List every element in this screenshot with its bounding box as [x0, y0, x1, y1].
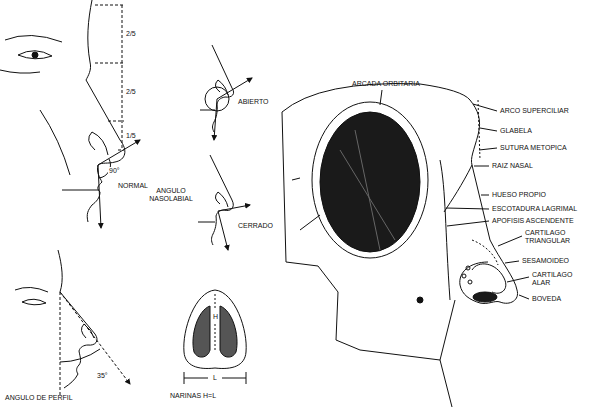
- part-label: GLABELA: [500, 127, 532, 135]
- part-label: ABIERTO: [238, 98, 268, 106]
- part-label: ANGULO DE PERFIL: [5, 394, 73, 402]
- part-label: CERRADO: [238, 222, 273, 230]
- part-label: SUTURA METOPICA: [500, 144, 567, 152]
- part-label: NORMAL: [118, 182, 148, 190]
- part-label: APOFISIS ASCENDENTE: [492, 217, 574, 225]
- part-label: NARINAS H=L: [170, 392, 216, 400]
- part-label: 35°: [96, 372, 109, 380]
- part-label: 2/5: [126, 88, 136, 96]
- part-label: 90°: [108, 167, 121, 175]
- part-label: ARCADA ORBITARIA: [352, 80, 420, 88]
- part-label: ESCOTADURA LAGRIMAL: [492, 205, 577, 213]
- part-label: RAIZ NASAL: [492, 162, 533, 170]
- part-label: 2/5: [126, 30, 136, 38]
- part-label: SESAMOIDEO: [522, 257, 569, 265]
- part-label: CARTILAGO ALAR: [532, 271, 584, 287]
- part-label: 1/5: [126, 132, 136, 140]
- part-label: BOVEDA: [532, 295, 561, 303]
- part-label: L: [212, 374, 218, 382]
- part-label: ARCO SUPERCILIAR: [500, 107, 569, 115]
- part-label: HUESO PROPIO: [492, 191, 546, 199]
- part-label: CARTILAGO TRIANGULAR: [525, 229, 585, 245]
- part-label: ANGULO NASOLABIAL: [140, 187, 202, 203]
- part-label: H: [212, 313, 219, 321]
